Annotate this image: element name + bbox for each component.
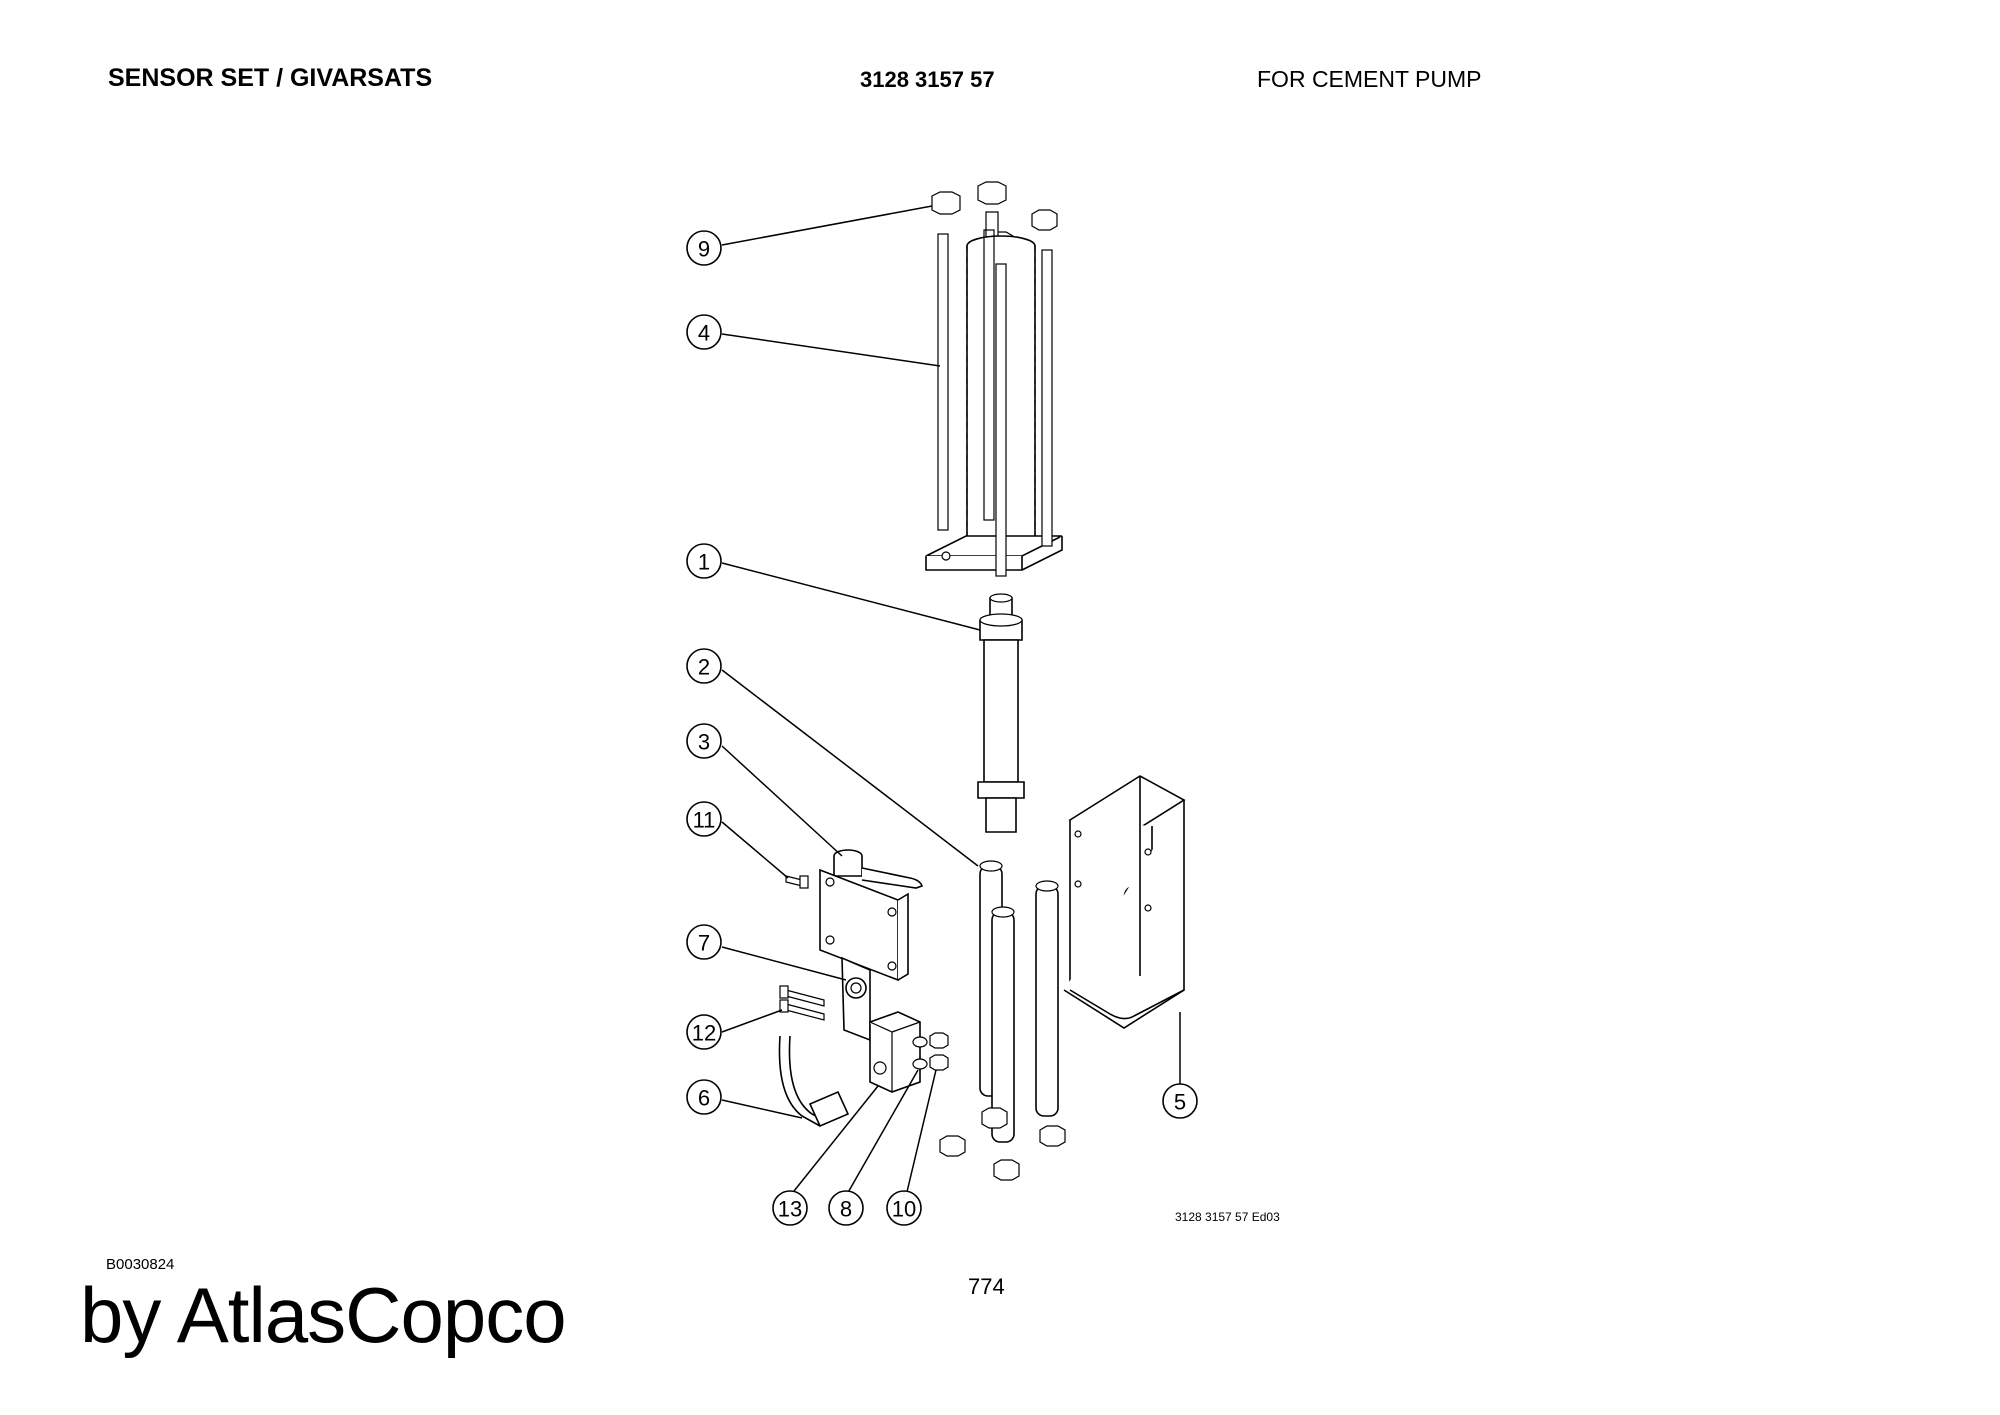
callout-3-label: 3 xyxy=(698,730,710,755)
washer-part-8 xyxy=(912,1032,949,1071)
callout-6: 6 xyxy=(686,1079,722,1115)
callout-11: 11 xyxy=(686,801,722,837)
callout-2-label: 2 xyxy=(698,655,710,680)
callout-10-label: 10 xyxy=(892,1197,916,1222)
callout-11-label: 11 xyxy=(693,808,716,833)
page-title: SENSOR SET / GIVARSATS xyxy=(108,64,433,92)
callout-12-label: 12 xyxy=(692,1021,716,1046)
guard-plate-part-5 xyxy=(1063,775,1186,1029)
rod-part-4 xyxy=(937,229,1053,577)
callout-7-label: 7 xyxy=(698,931,710,956)
callout-9: 9 xyxy=(686,230,722,266)
callout-4-label: 4 xyxy=(698,321,710,346)
part-number: 3128 3157 57 xyxy=(860,67,995,92)
callout-5-label: 5 xyxy=(1174,1090,1186,1115)
spacer-tube-part-2 xyxy=(979,860,1059,1143)
brand-logo: by AtlasCopco xyxy=(80,1271,567,1359)
callout-3: 3 xyxy=(686,723,722,759)
callout-2: 2 xyxy=(686,648,722,684)
callout-12: 12 xyxy=(686,1014,722,1050)
document-code: B0030824 xyxy=(106,1256,175,1273)
callout-9-label: 9 xyxy=(698,237,710,262)
callout-8: 8 xyxy=(828,1190,864,1226)
sensor-bracket-part-3 xyxy=(819,849,924,1042)
callout-4: 4 xyxy=(686,314,722,350)
callout-13-label: 13 xyxy=(778,1197,802,1222)
callout-6-label: 6 xyxy=(698,1086,710,1111)
purpose-label: FOR CEMENT PUMP xyxy=(1257,66,1482,92)
sensor-piston-part-1 xyxy=(977,593,1025,833)
screw-part-12 xyxy=(779,985,825,1021)
screw-part-11 xyxy=(785,875,809,889)
callout-1-label: 1 xyxy=(698,550,710,575)
cable-part-6 xyxy=(778,1035,850,1128)
nut-part-10 xyxy=(939,1107,1066,1181)
leader-lines xyxy=(721,205,1181,1197)
sensor-fitting-part-7 xyxy=(845,977,867,999)
callout-10: 10 xyxy=(886,1190,922,1226)
callout-8-label: 8 xyxy=(840,1197,852,1222)
page-number: 774 xyxy=(968,1274,1005,1299)
callout-13: 13 xyxy=(772,1190,808,1226)
clamp-block-part-13 xyxy=(869,1011,921,1093)
callout-1: 1 xyxy=(686,543,722,579)
drawing-reference: 3128 3157 57 Ed03 xyxy=(1175,1210,1280,1224)
callout-5: 5 xyxy=(1162,1083,1198,1119)
callout-7: 7 xyxy=(686,924,722,960)
